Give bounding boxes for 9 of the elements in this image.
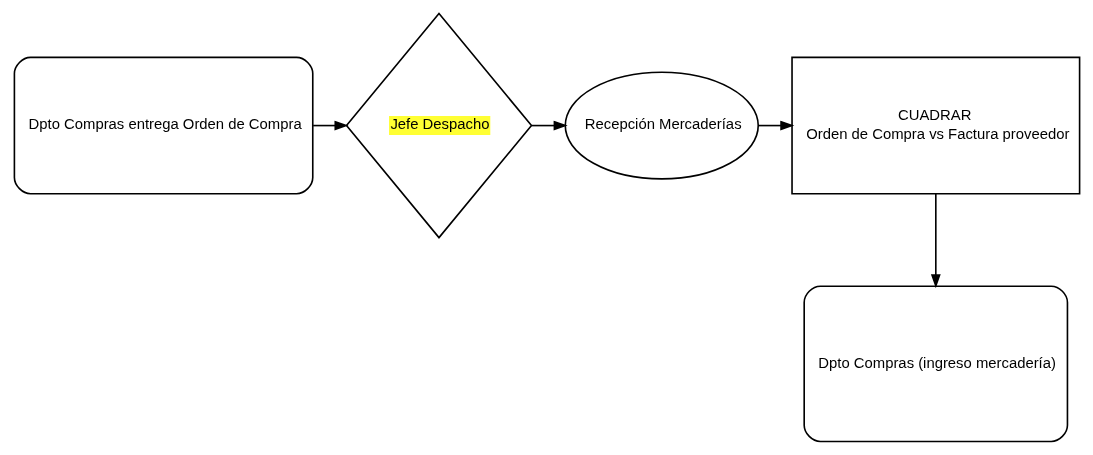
arrow <box>757 120 794 131</box>
arrow <box>530 120 568 131</box>
node-box: CUADRAR Orden de Compra vs Factura proveedor <box>790 56 1080 195</box>
arrow <box>930 193 941 289</box>
node-diamond: Jefe Despacho <box>344 12 533 239</box>
node-box: Dpto Compras (ingreso mercadería) <box>802 285 1068 443</box>
arrow <box>311 120 349 131</box>
node-box: Dpto Compras entrega Orden de Compra <box>13 56 314 195</box>
node-ellipse: Recepción Mercaderías <box>563 71 759 180</box>
